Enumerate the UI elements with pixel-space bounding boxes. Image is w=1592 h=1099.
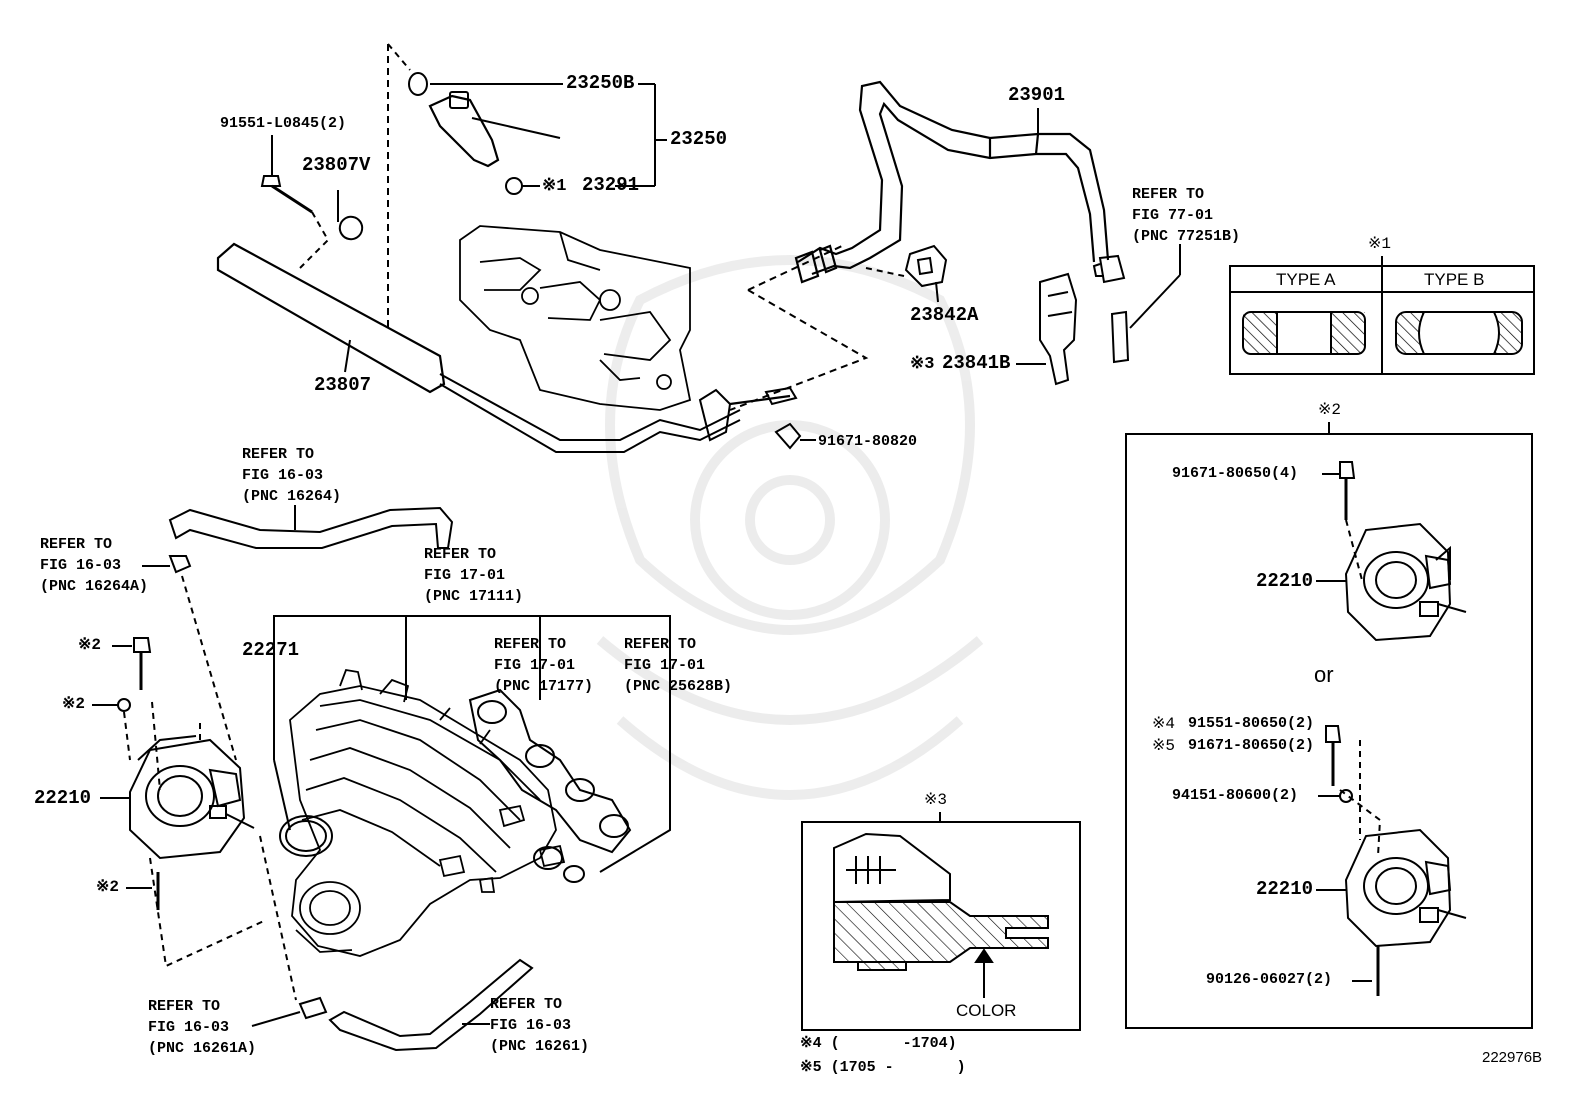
label-22210-box-top: 22210 <box>1256 570 1314 592</box>
clip-23841B <box>1039 272 1078 386</box>
color-label: COLOR <box>956 1001 1017 1020</box>
hose-16264 <box>168 506 454 549</box>
type-b-header: TYPE B <box>1424 270 1485 289</box>
label-23291-mark: ※1 <box>542 177 567 196</box>
box-2 <box>1125 433 1533 1029</box>
label-mark2-stud: ※2 <box>96 878 120 896</box>
label-23807: 23807 <box>314 374 372 396</box>
engine-head-outline <box>459 225 692 411</box>
fuel-injector-23250 <box>428 94 500 168</box>
box2-marker: ※2 <box>1318 401 1342 419</box>
label-23901: 23901 <box>1008 84 1066 106</box>
label-91671-80650-2: 91671-80650(2) <box>1188 737 1315 754</box>
type-table-marker: ※1 <box>1368 235 1392 253</box>
label-23842a: 23842A <box>910 304 979 326</box>
hose-16261 <box>328 958 534 1052</box>
mark5: ※5 <box>1152 737 1176 755</box>
label-mark2-washer: ※2 <box>62 695 86 713</box>
label-22210-box-bottom: 22210 <box>1256 878 1314 900</box>
intake-manifold <box>289 668 566 957</box>
or-text: or <box>1314 662 1334 687</box>
fuel-hose-23901 <box>794 80 1110 284</box>
label-90126-06027-2: 90126-06027(2) <box>1206 971 1333 988</box>
label-23841b: 23841B <box>942 352 1011 374</box>
drawing-id: 222976B <box>1482 1049 1543 1066</box>
label-23250: 23250 <box>670 128 728 150</box>
label-91551-l0845: 91551-L0845(2) <box>220 115 347 132</box>
label-23807v: 23807V <box>302 154 371 176</box>
label-23250B: 23250B <box>566 72 635 94</box>
box3-marker: ※3 <box>924 791 948 809</box>
type-a-header: TYPE A <box>1276 270 1336 289</box>
o-ring-23250B <box>408 72 428 96</box>
mark4: ※4 <box>1152 715 1176 733</box>
label-23841b-mark: ※3 <box>910 355 935 374</box>
label-91551-80650-2: 91551-80650(2) <box>1188 715 1315 732</box>
label-91671-80820: 91671-80820 <box>818 433 918 450</box>
label-91671-80650-4: 91671-80650(4) <box>1172 465 1299 482</box>
label-mark2-bolt: ※2 <box>78 636 102 654</box>
label-22210-left: 22210 <box>34 787 92 809</box>
label-23291: 23291 <box>582 174 640 196</box>
throttle-body-left <box>129 735 255 860</box>
fuel-rail-23807 <box>216 242 446 394</box>
o-ring-22271 <box>279 815 333 857</box>
footnote-4: ※4 ( -1704) <box>800 1035 957 1052</box>
throttle-body-box-top <box>1344 522 1467 642</box>
gasket-17177 <box>468 688 632 854</box>
label-94151-80600-2: 94151-80600(2) <box>1172 787 1299 804</box>
footnote-5: ※5 (1705 - ) <box>800 1059 966 1076</box>
connector-color-detail <box>833 832 1049 971</box>
watermark-emblem <box>596 255 984 800</box>
throttle-body-box-bottom <box>1344 828 1467 948</box>
label-22271: 22271 <box>242 639 300 661</box>
